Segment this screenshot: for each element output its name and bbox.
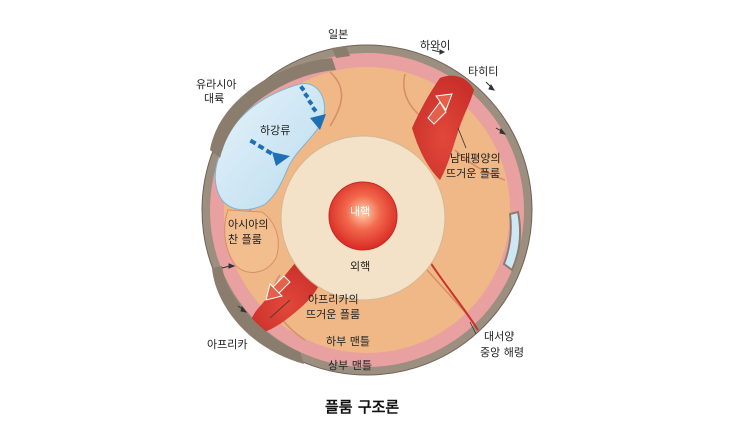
asia-cold-plume [214,83,326,211]
label-tahiti: 타히티 [468,64,498,78]
inner-core [328,181,398,251]
rim-flow-arrows [221,49,507,313]
label-upper-mantle: 상부 맨틀 [328,359,372,372]
label-south-pacific-2: 뜨거운 플룸 [446,167,500,180]
label-africa-hot-2: 뜨거운 플룸 [306,308,360,321]
label-eurasia-2: 대륙 [204,92,224,105]
label-japan: 일본 [328,27,348,41]
diagram-caption: 플룸 구조론 [325,398,399,416]
leader-lines [269,127,477,335]
label-mid-atlantic-2: 중앙 해령 [480,345,524,359]
americas-continent [502,210,521,272]
south-pacific-hot-plume [412,75,474,180]
eurasia-continent [210,58,336,158]
japan-island [332,46,350,58]
label-lower-mantle: 하부 맨틀 [326,334,370,348]
label-hawaii: 하와이 [420,38,450,52]
label-africa-hot-1: 아프리카의 [308,293,359,306]
label-downwelling: 하강류 [260,123,290,137]
label-inner-core: 내핵 [350,205,370,218]
label-south-pacific-1: 남태평양의 [450,152,501,165]
label-outer-core: 외핵 [350,260,370,273]
africa-hot-plume [250,262,322,334]
downwelling-arrows [249,85,326,166]
label-eurasia-1: 유라시아 [196,78,236,91]
label-asia-cold-1: 아시아의 [228,218,268,231]
africa-continent [212,266,304,364]
mid-atlantic-ridge-line [429,261,479,331]
upwelling-arrows [265,93,453,301]
label-mid-atlantic-1: 대서양 [484,330,514,343]
asia-cold-plume-lower [224,209,279,273]
label-africa: 아프리카 [207,338,247,351]
label-asia-cold-2: 찬 플룸 [228,232,262,246]
